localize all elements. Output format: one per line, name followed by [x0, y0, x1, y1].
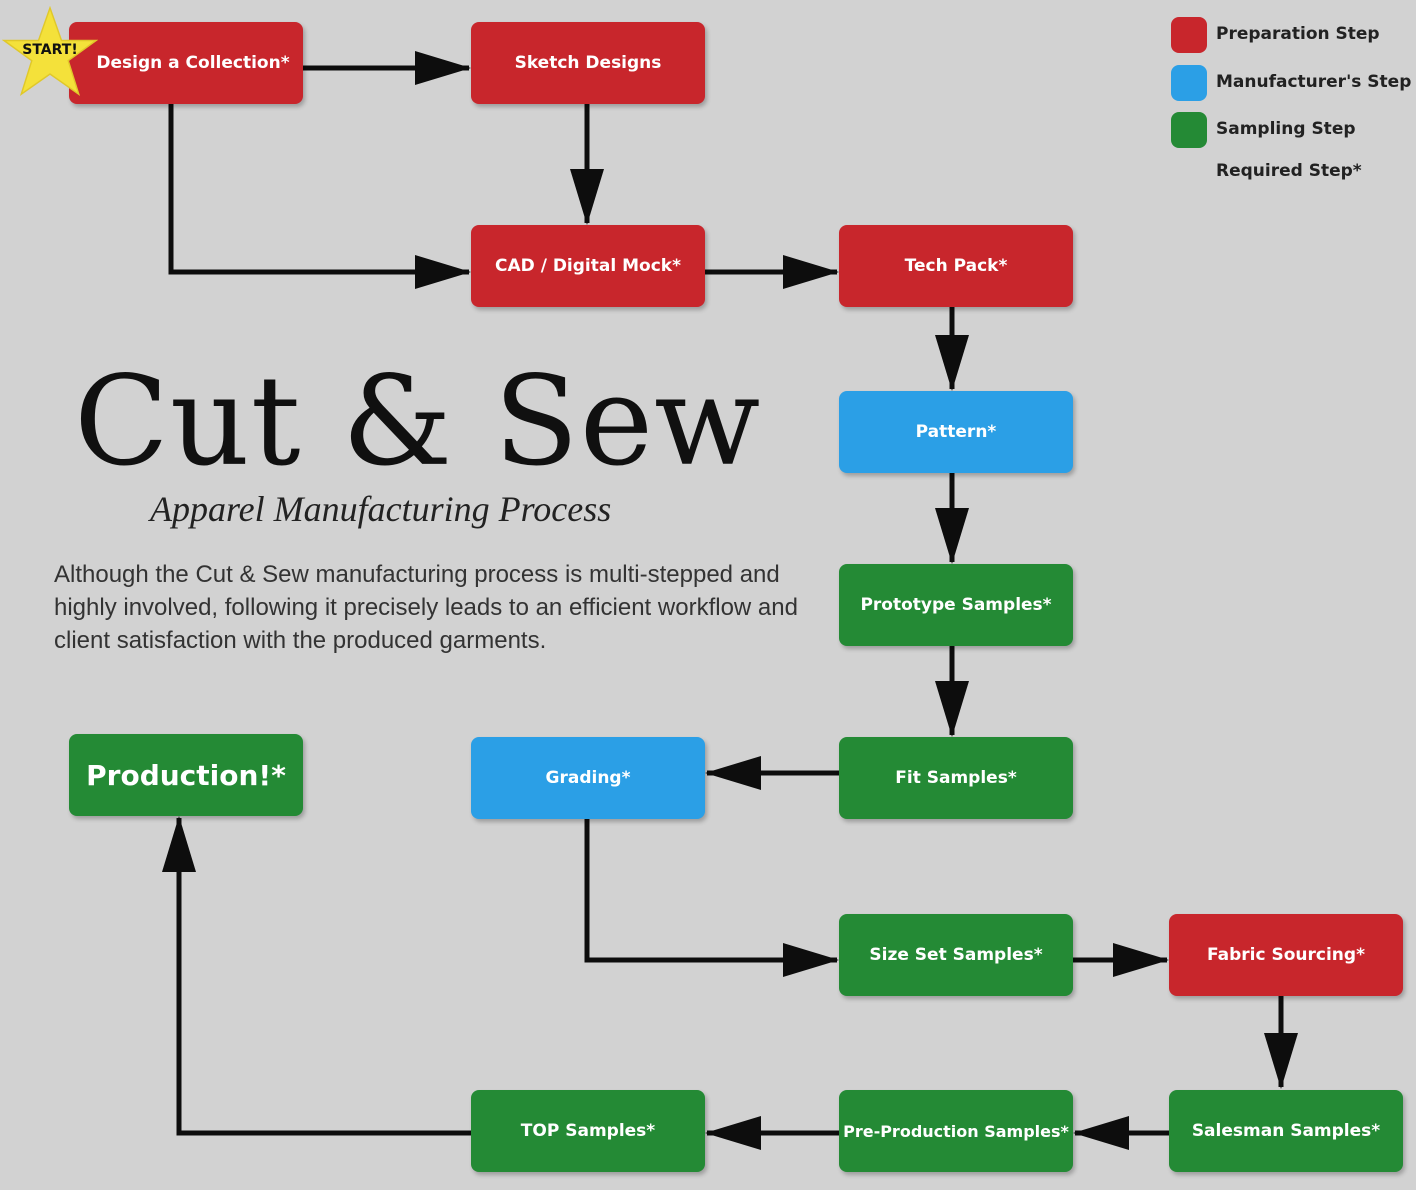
start-star-icon — [2, 6, 98, 96]
step-top-samples: TOP Samples* — [471, 1090, 705, 1172]
step-pre-production-samples: Pre-Production Samples* — [839, 1090, 1073, 1172]
arrow-design-to-cad — [168, 104, 471, 289]
step-pattern: Pattern* — [839, 391, 1073, 473]
step-fabric-sourcing: Fabric Sourcing* — [1169, 914, 1403, 996]
step-tech-pack: Tech Pack* — [839, 225, 1073, 307]
step-production: Production!* — [69, 734, 303, 816]
page-subtitle: Apparel Manufacturing Process — [150, 489, 612, 529]
page-title: Cut & Sew — [74, 350, 762, 494]
legend-required-label: Required Step* — [1216, 161, 1362, 181]
legend-swatch-manufacturer — [1171, 65, 1207, 101]
legend-sampling-label: Sampling Step — [1216, 119, 1356, 139]
start-label: START! — [22, 42, 78, 58]
step-sketch-designs: Sketch Designs — [471, 22, 705, 104]
step-grading: Grading* — [471, 737, 705, 819]
legend-swatch-preparation — [1171, 17, 1207, 53]
arrow-grading-to-sizeset — [584, 819, 839, 977]
step-prototype-samples: Prototype Samples* — [839, 564, 1073, 646]
step-design-collection: Design a Collection* — [69, 22, 303, 104]
step-fit-samples: Fit Samples* — [839, 737, 1073, 819]
legend-manufacturer-label: Manufacturer's Step — [1216, 72, 1412, 92]
page-description: Although the Cut & Sew manufacturing pro… — [54, 561, 798, 654]
legend-preparation-label: Preparation Step — [1216, 24, 1380, 44]
step-salesman-samples: Salesman Samples* — [1169, 1090, 1403, 1172]
step-cad-digital-mock: CAD / Digital Mock* — [471, 225, 705, 307]
legend-swatch-sampling — [1171, 112, 1207, 148]
step-size-set-samples: Size Set Samples* — [839, 914, 1073, 996]
arrow-top-to-production — [162, 816, 471, 1136]
